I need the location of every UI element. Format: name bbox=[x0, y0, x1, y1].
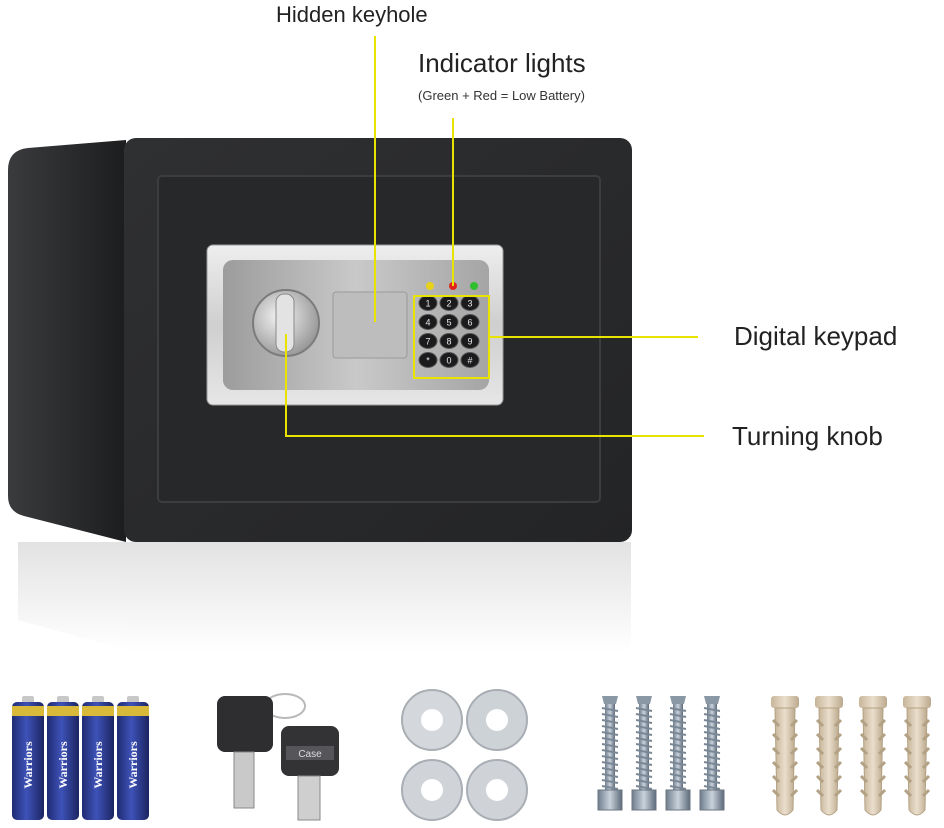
battery-brand: Warriors bbox=[126, 741, 140, 789]
wall-plug bbox=[771, 696, 799, 816]
wall-plug bbox=[859, 696, 887, 816]
screw bbox=[699, 696, 725, 811]
indicator-lights-label: Indicator lights bbox=[418, 48, 586, 78]
callout-lines bbox=[285, 36, 704, 437]
keypad-key: 1 bbox=[418, 295, 438, 311]
batteries: Warriors Warriors Warriors Warriors bbox=[12, 696, 149, 820]
keypad-key-label: 2 bbox=[446, 299, 451, 309]
safe-illustration: 1 2 3 4 5 6 7 8 9 * 0 # bbox=[8, 36, 704, 652]
keypad-key-label: 4 bbox=[425, 318, 430, 328]
turning-knob-label: Turning knob bbox=[732, 421, 883, 451]
wall-plug bbox=[815, 696, 843, 816]
keypad-key: 0 bbox=[439, 352, 459, 368]
led-green-icon bbox=[470, 282, 478, 290]
keypad-key-label: 1 bbox=[425, 299, 430, 309]
battery: Warriors bbox=[12, 696, 44, 820]
wall-plug bbox=[903, 696, 931, 816]
keypad-key-label: 6 bbox=[467, 318, 472, 328]
keypad-key-label: 8 bbox=[446, 337, 451, 347]
keypad-key: 6 bbox=[460, 314, 480, 330]
keypad-key-label: * bbox=[426, 356, 430, 366]
keypad-key-label: 5 bbox=[446, 318, 451, 328]
keypad-key: 7 bbox=[418, 333, 438, 349]
screw bbox=[631, 696, 657, 811]
safe-side bbox=[8, 140, 126, 542]
keypad-key: 5 bbox=[439, 314, 459, 330]
keypad-key: 4 bbox=[418, 314, 438, 330]
keypad-key-label: 0 bbox=[446, 356, 451, 366]
key-tag-text: Case bbox=[298, 749, 322, 760]
keypad-key-label: # bbox=[467, 356, 472, 366]
key-head-1 bbox=[217, 696, 273, 752]
keyhole-cover bbox=[332, 291, 408, 359]
keypad-key: 9 bbox=[460, 333, 480, 349]
keypad-key-label: 7 bbox=[425, 337, 430, 347]
digital-keypad-label: Digital keypad bbox=[734, 321, 898, 351]
screw bbox=[597, 696, 623, 811]
screws bbox=[597, 696, 725, 811]
keypad-key: # bbox=[460, 352, 480, 368]
keypad-key: * bbox=[418, 352, 438, 368]
screw bbox=[665, 696, 691, 811]
wall-plugs bbox=[771, 696, 931, 816]
led-yellow-icon bbox=[426, 282, 434, 290]
washers bbox=[401, 689, 528, 821]
battery: Warriors bbox=[47, 696, 79, 820]
keypad-key-label: 9 bbox=[467, 337, 472, 347]
keys: Case bbox=[217, 693, 339, 821]
indicator-lights-note: (Green + Red = Low Battery) bbox=[418, 88, 585, 103]
battery-brand: Warriors bbox=[56, 741, 70, 789]
keypad-key: 3 bbox=[460, 295, 480, 311]
keypad: 1 2 3 4 5 6 7 8 9 * 0 # bbox=[418, 295, 480, 368]
battery: Warriors bbox=[117, 696, 149, 820]
battery-brand: Warriors bbox=[21, 741, 35, 789]
keypad-key: 2 bbox=[439, 295, 459, 311]
keypad-key: 8 bbox=[439, 333, 459, 349]
battery-brand: Warriors bbox=[91, 741, 105, 789]
accessories-row: Warriors Warriors Warriors Warriors Case bbox=[12, 689, 931, 821]
keypad-key-label: 3 bbox=[467, 299, 472, 309]
hidden-keyhole-label: Hidden keyhole bbox=[276, 2, 428, 27]
battery: Warriors bbox=[82, 696, 114, 820]
